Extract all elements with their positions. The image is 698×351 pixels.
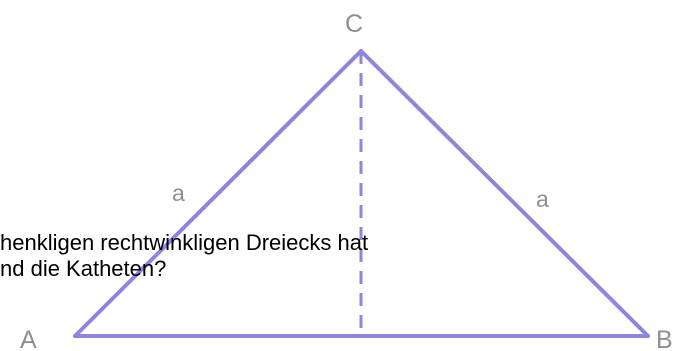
side-ac xyxy=(73,49,363,338)
vertex-c-label: C xyxy=(345,10,363,38)
side-left-label: a xyxy=(172,180,185,206)
vertex-a-label: A xyxy=(20,326,37,351)
side-right-label: a xyxy=(536,186,549,212)
side-bc xyxy=(359,49,650,338)
vertex-b-label: B xyxy=(656,326,673,351)
question-text-line-2: nd die Katheten? xyxy=(0,256,167,281)
question-text-line-1: henkligen rechtwinkligen Dreiecks hat xyxy=(0,230,369,255)
